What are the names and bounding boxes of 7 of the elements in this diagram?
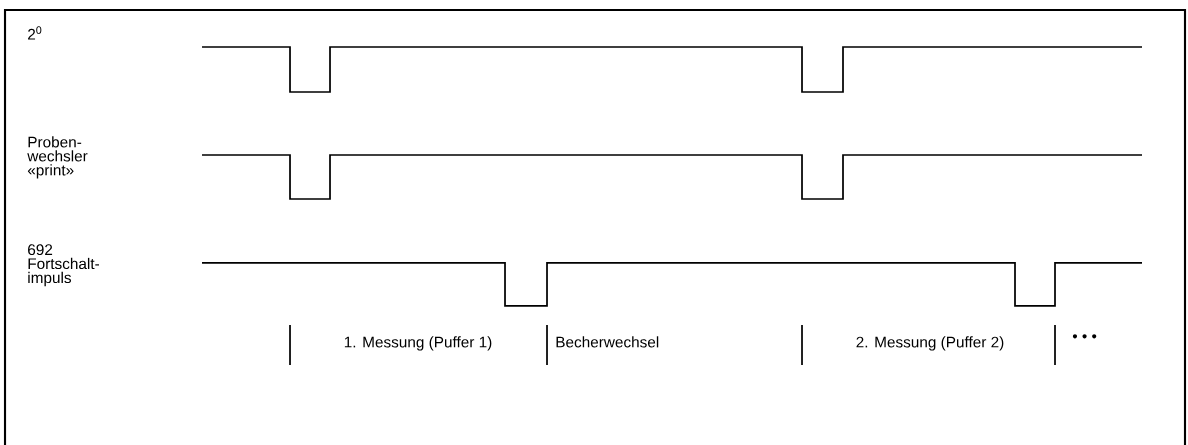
phase-label: Becherwechsel	[556, 336, 659, 348]
signal-label: Proben- wechsler «print»	[27, 136, 88, 179]
phase-label: 2. Messung (Puffer 2)	[856, 336, 1004, 351]
phase-label: • • •	[1072, 334, 1097, 339]
phase-label: 1. Messung (Puffer 1)	[344, 336, 492, 351]
signal-label: 2$^{0}$	[28, 26, 42, 40]
signal-label: 692 Fortschalt- impuls	[28, 244, 100, 287]
